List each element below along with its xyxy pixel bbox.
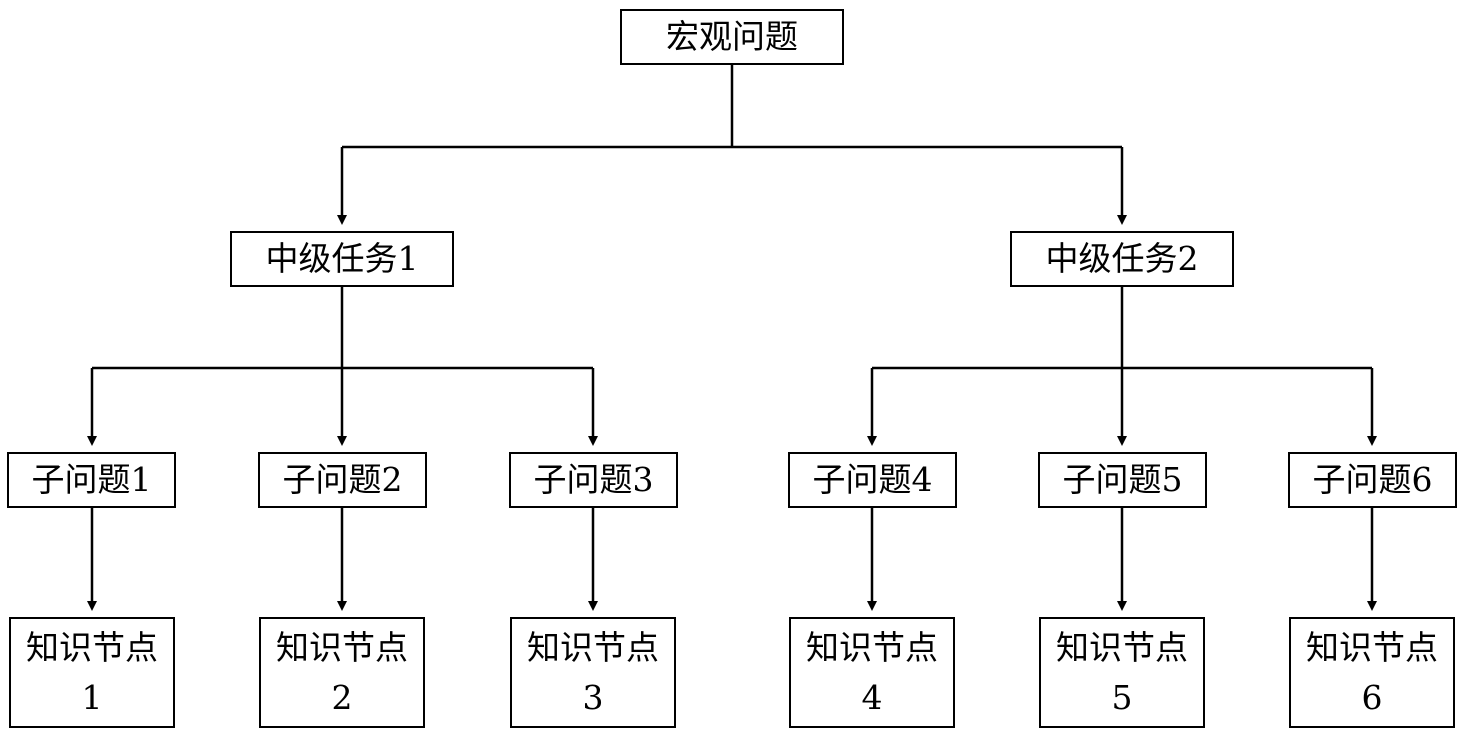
knowledge-node-3: 知识节点 3 xyxy=(510,617,676,728)
knowledge-node-6-label: 知识节点 xyxy=(1306,627,1438,667)
sub-problem-5-label: 子问题5 xyxy=(1062,460,1183,499)
root-node: 宏观问题 xyxy=(620,9,844,65)
mid-task-1-label: 中级任务1 xyxy=(265,239,419,278)
sub-problem-3-label: 子问题3 xyxy=(533,460,654,499)
knowledge-node-4-number: 4 xyxy=(861,677,883,717)
sub-problem-1-node: 子问题1 xyxy=(7,452,176,508)
root-label: 宏观问题 xyxy=(666,17,798,56)
knowledge-node-6: 知识节点 6 xyxy=(1289,617,1455,728)
sub-problem-2-label: 子问题2 xyxy=(282,460,403,499)
knowledge-node-6-number: 6 xyxy=(1361,677,1383,717)
knowledge-node-2-label: 知识节点 xyxy=(276,627,408,667)
mid-task-2-node: 中级任务2 xyxy=(1010,231,1234,287)
sub-problem-2-node: 子问题2 xyxy=(258,452,427,508)
knowledge-node-5-label: 知识节点 xyxy=(1056,627,1188,667)
sub-problem-6-label: 子问题6 xyxy=(1312,460,1433,499)
mid-task-2-label: 中级任务2 xyxy=(1045,239,1199,278)
knowledge-node-5-number: 5 xyxy=(1111,677,1133,717)
knowledge-node-1-label: 知识节点 xyxy=(26,627,158,667)
knowledge-node-1-number: 1 xyxy=(81,677,103,717)
sub-problem-5-node: 子问题5 xyxy=(1038,452,1207,508)
sub-problem-1-label: 子问题1 xyxy=(31,460,152,499)
sub-problem-3-node: 子问题3 xyxy=(509,452,678,508)
mid-task-1-node: 中级任务1 xyxy=(230,231,454,287)
knowledge-node-5: 知识节点 5 xyxy=(1039,617,1205,728)
knowledge-node-4-label: 知识节点 xyxy=(806,627,938,667)
knowledge-node-1: 知识节点 1 xyxy=(9,617,175,728)
sub-problem-4-label: 子问题4 xyxy=(812,460,933,499)
sub-problem-4-node: 子问题4 xyxy=(788,452,957,508)
knowledge-node-2: 知识节点 2 xyxy=(259,617,425,728)
knowledge-node-4: 知识节点 4 xyxy=(789,617,955,728)
knowledge-node-3-label: 知识节点 xyxy=(527,627,659,667)
knowledge-node-2-number: 2 xyxy=(331,677,353,717)
knowledge-node-3-number: 3 xyxy=(582,677,604,717)
sub-problem-6-node: 子问题6 xyxy=(1288,452,1457,508)
